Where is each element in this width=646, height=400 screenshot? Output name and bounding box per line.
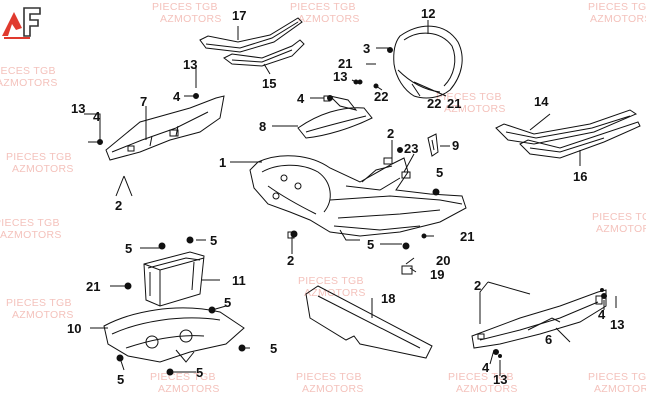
callout-label: 21: [86, 279, 101, 294]
cover-part-8: [297, 107, 373, 139]
watermark: AZMOTORS: [0, 77, 58, 89]
callout-label: 4: [598, 307, 606, 322]
callout-label: 2: [474, 278, 482, 293]
callout-label: 2: [387, 126, 395, 141]
watermark: AZMOTORS: [160, 13, 222, 25]
callout-label: 5: [224, 295, 232, 310]
watermark: PIECES TGB: [588, 371, 646, 383]
callout-label: 2: [115, 198, 123, 213]
rail-part-15: [223, 39, 305, 67]
callout-label: 21: [447, 96, 462, 111]
callout-label: 16: [573, 169, 588, 184]
azmotors-logo-icon: [2, 7, 41, 39]
callout-label: 22: [427, 96, 442, 111]
callout-label: 8: [259, 119, 267, 134]
watermark: AZMOTORS: [12, 309, 74, 321]
callout-label: 17: [232, 8, 247, 23]
watermark: PIECES TGB: [0, 217, 60, 229]
watermark: AZMOTORS: [158, 383, 220, 395]
callout-label: 5: [270, 341, 278, 356]
watermark: AZMOTORS: [298, 13, 360, 25]
watermark: PIECES TGB: [592, 211, 646, 223]
callout-label: 3: [363, 41, 371, 56]
callout-label: 9: [452, 138, 460, 153]
watermark: PIECES TGB: [298, 275, 364, 287]
callout-label: 5: [117, 372, 125, 387]
callout-label: 4: [297, 91, 305, 106]
callout-label: 13: [333, 69, 348, 84]
callout-label: 5: [436, 165, 444, 180]
watermark: AZMOTORS: [596, 223, 646, 235]
callout-label: 12: [421, 6, 436, 21]
callout-label: 4: [93, 109, 101, 124]
watermark: PIECES TGB: [152, 1, 218, 13]
rail-part-17: [199, 17, 303, 53]
callout-label: 19: [430, 267, 445, 282]
callout-label: 22: [374, 89, 389, 104]
callout-label: 2: [287, 253, 295, 268]
callout-label: 5: [210, 233, 218, 248]
watermark: AZMOTORS: [594, 383, 646, 395]
rail-part-14: [495, 109, 638, 145]
callout-label: 21: [338, 56, 353, 71]
frame-part-1: [249, 155, 467, 237]
watermark: AZMOTORS: [302, 383, 364, 395]
callout-label: 1: [219, 155, 227, 170]
callout-label: 13: [71, 101, 86, 116]
callout-label: 20: [436, 253, 451, 268]
watermark: PIECES TGB: [6, 151, 72, 163]
callout-label: 18: [381, 291, 396, 306]
storage-box-part-11: [143, 251, 205, 307]
callout-label: 15: [262, 76, 277, 91]
watermark: AZMOTORS: [304, 287, 366, 299]
callout-label: 6: [545, 332, 553, 347]
callout-label: 21: [460, 229, 475, 244]
watermark: AZMOTORS: [590, 13, 646, 25]
callout-label: 5: [125, 241, 133, 256]
callout-label: 7: [140, 94, 148, 109]
watermark: PIECES TGB: [436, 91, 502, 103]
callout-label: 4: [482, 360, 490, 375]
callout-label: 13: [610, 317, 625, 332]
panel-part-18: [305, 285, 433, 359]
rail-part-16: [519, 121, 641, 159]
callout-label: 4: [173, 89, 181, 104]
callout-label: 13: [183, 57, 198, 72]
cover-part-12: [393, 25, 463, 99]
watermark: PIECES TGB: [588, 1, 646, 13]
watermark: PIECES TGB: [290, 1, 356, 13]
watermark: AZMOTORS: [444, 103, 506, 115]
callout-label: 11: [232, 273, 246, 288]
side-cover-part-6: [471, 289, 607, 349]
watermark: PIECES TGB: [150, 371, 216, 383]
callout-label: 10: [67, 321, 82, 336]
callout-label: 23: [404, 141, 419, 156]
callout-label: 13: [493, 372, 508, 387]
watermark: PIECES TGB: [296, 371, 362, 383]
watermark: PIECES TGB: [0, 65, 56, 77]
watermark: PIECES TGB: [448, 371, 514, 383]
callout-label: 5: [196, 365, 204, 380]
watermark: AZMOTORS: [456, 383, 518, 395]
watermark: AZMOTORS: [0, 229, 62, 241]
tray-part-10: [103, 307, 245, 363]
callout-label: 14: [534, 94, 549, 109]
watermark: PIECES TGB: [6, 297, 72, 309]
callout-label: 5: [367, 237, 375, 252]
watermark: AZMOTORS: [12, 163, 74, 175]
bracket-part-9: [427, 133, 439, 157]
side-panel-part-7: [105, 95, 225, 161]
